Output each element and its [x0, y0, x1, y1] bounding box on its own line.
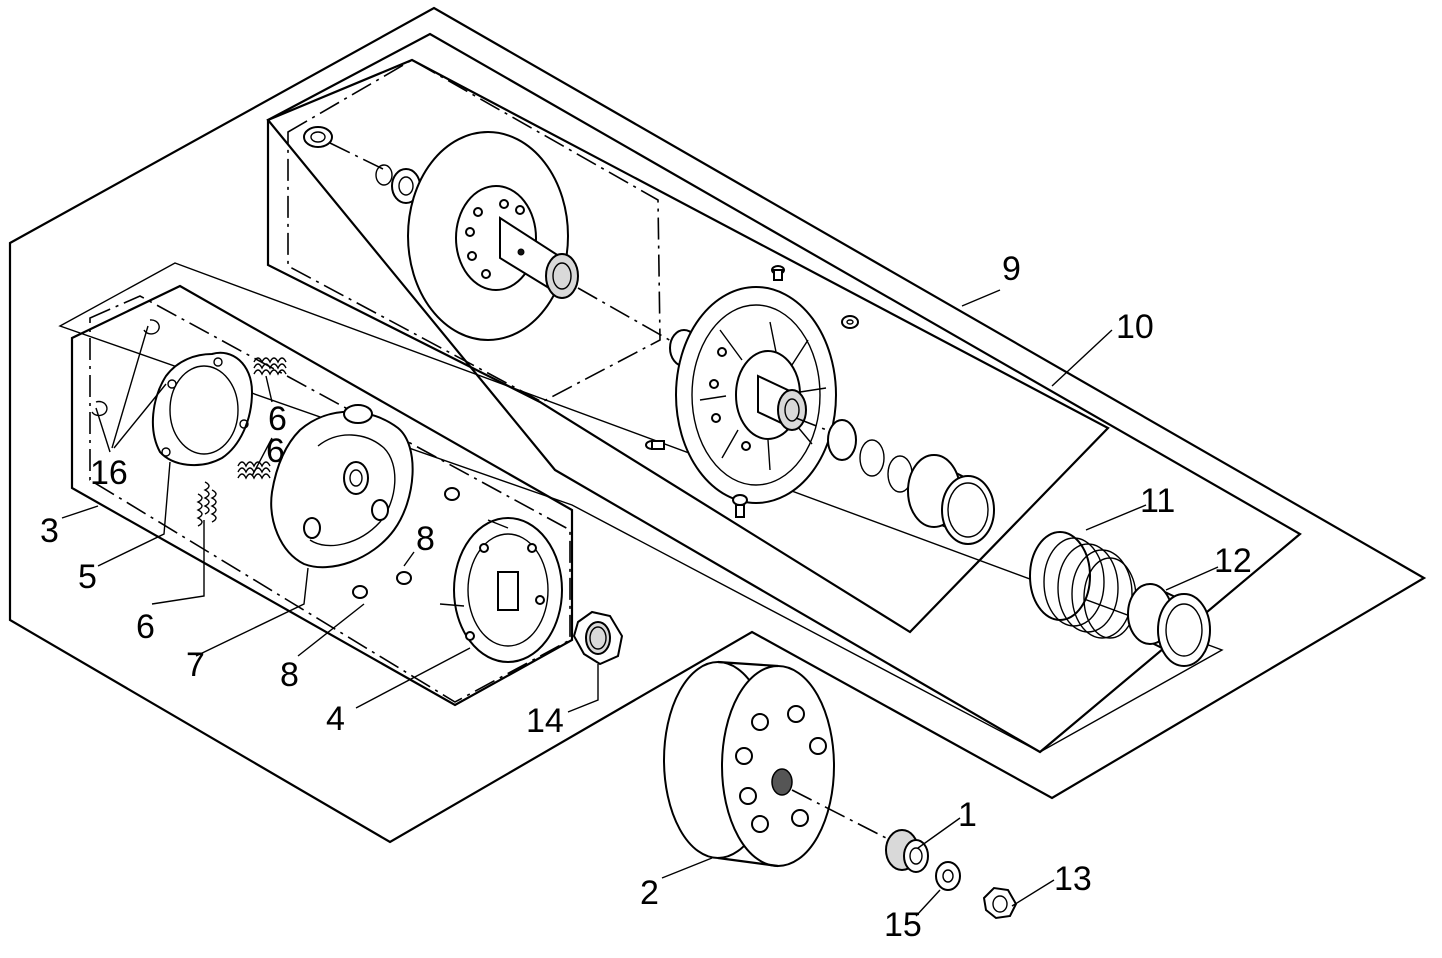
- callout-11: 11: [1140, 482, 1175, 520]
- flange-nut: [982, 886, 1018, 920]
- callout-13: 13: [1054, 860, 1092, 898]
- fixed-driven-face: [675, 286, 837, 504]
- callout-2: 2: [640, 874, 659, 912]
- bolt-bottom: [732, 494, 748, 518]
- bolt-top: [771, 265, 785, 281]
- parts: [91, 126, 1211, 920]
- hex-nut-clutch: [572, 610, 624, 666]
- callouts: 1 2 3 4 5 6 6 6 7 8 8 9 10 11 12 13 14 1…: [40, 250, 1252, 944]
- washer: [935, 861, 961, 891]
- callout-6b: 6: [266, 432, 285, 470]
- callout-9: 9: [1002, 250, 1021, 288]
- clutch-spring-frame: [58, 262, 1224, 753]
- movable-driven-face: [407, 131, 579, 341]
- callout-6a: 6: [268, 400, 287, 438]
- bushing-3: [352, 585, 368, 599]
- clutch-dashed-frame: [89, 295, 571, 703]
- clutch-spring-upper: [253, 357, 287, 376]
- callout-14: 14: [526, 702, 564, 740]
- movable-sheave-dashed-frame: [287, 59, 661, 403]
- callout-6c: 6: [136, 608, 155, 646]
- bushing-2: [396, 571, 412, 585]
- spring-collar: [1127, 583, 1211, 667]
- callout-8a: 8: [416, 520, 435, 558]
- o-ring-2: [859, 439, 885, 477]
- ball-bearing: [391, 168, 421, 204]
- fixed-sheave-frame-10: [266, 58, 1110, 634]
- driven-sleeve: [907, 454, 995, 545]
- needle-bearing: [303, 126, 333, 148]
- e-clip-2: [91, 400, 108, 417]
- clutch-shoe-assembly: [270, 404, 414, 569]
- bushing-1: [444, 487, 460, 501]
- spacer-collar: [885, 829, 929, 873]
- clutch-frame-3: [70, 284, 574, 707]
- callout-12: 12: [1214, 542, 1252, 580]
- callout-10: 10: [1116, 308, 1154, 346]
- assembly-frames: [8, 6, 1427, 844]
- leader-lines: [61, 289, 1219, 917]
- clutch-bell: [663, 660, 835, 868]
- callout-16: 16: [90, 454, 128, 492]
- callout-4: 4: [326, 700, 345, 738]
- snap-ring-upper: [375, 164, 393, 186]
- nut-right: [841, 315, 859, 329]
- callout-8b: 8: [280, 656, 299, 694]
- clutch-gasket: [151, 351, 254, 467]
- callout-1: 1: [958, 796, 977, 834]
- callout-7: 7: [186, 646, 205, 684]
- callout-15: 15: [884, 906, 922, 944]
- callout-5: 5: [78, 558, 97, 596]
- clutch-drive-plate: [439, 517, 563, 663]
- o-ring-1: [827, 419, 857, 461]
- e-clip-1: [143, 319, 160, 335]
- torque-spring: [1029, 531, 1137, 639]
- bolt-left: [645, 440, 665, 450]
- clutch-spring-lower: [196, 481, 217, 527]
- callout-3: 3: [40, 512, 59, 550]
- outer-assembly-frame: [8, 6, 1427, 844]
